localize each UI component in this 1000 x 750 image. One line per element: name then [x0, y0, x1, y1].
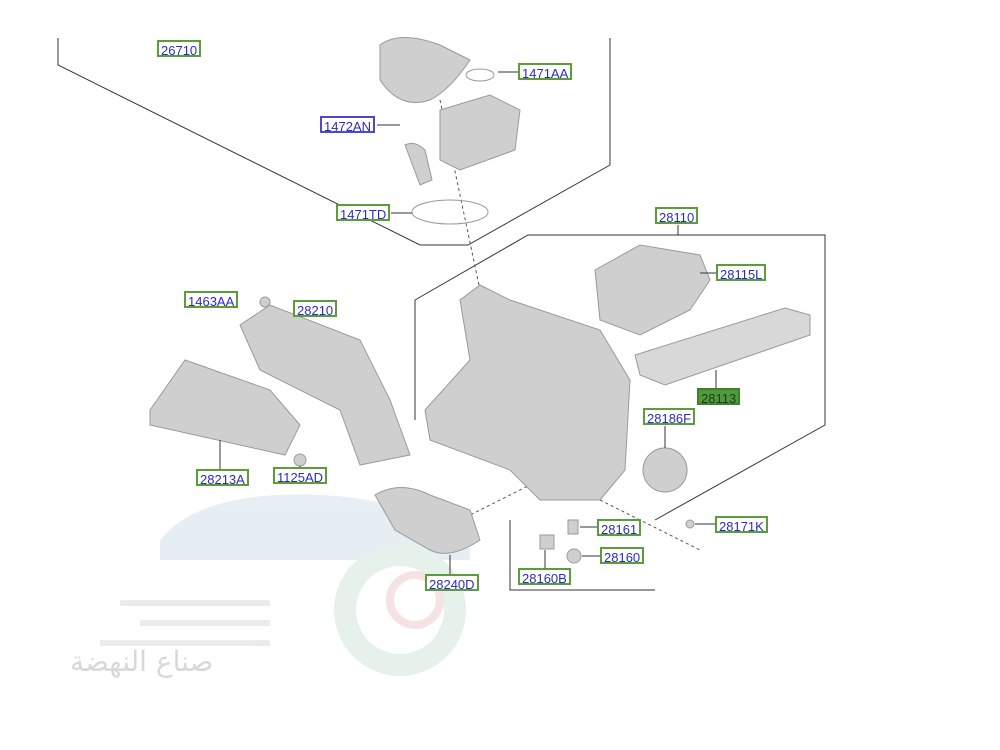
part-label-28161[interactable]: 28161	[597, 519, 642, 537]
part-label-1471aa[interactable]: 1471AA	[518, 63, 573, 81]
clip-part	[259, 296, 271, 308]
air-filter-part	[634, 307, 811, 386]
watermark-text: صناع النهضة	[70, 645, 214, 678]
bolt-part	[293, 453, 307, 467]
part-label-28160b[interactable]: 28160B	[518, 568, 571, 586]
clamp-small-part	[465, 68, 495, 82]
part-label-1125ad[interactable]: 1125AD	[273, 467, 328, 485]
group-outlines	[57, 38, 826, 591]
part-label-1472an[interactable]: 1472AN	[320, 116, 375, 134]
resonator-lower-part	[149, 359, 301, 456]
part-label-28213a[interactable]: 28213A	[196, 469, 249, 487]
part-label-26710[interactable]: 26710	[157, 40, 202, 58]
clip-28171k-part	[685, 519, 695, 529]
part-label-28160[interactable]: 28160	[600, 547, 645, 565]
air-cleaner-body-part	[424, 284, 631, 501]
part-label-28171k[interactable]: 28171K	[715, 516, 768, 534]
intake-hose-part	[379, 37, 471, 103]
part-label-1463aa[interactable]: 1463AA	[184, 291, 239, 309]
outlet-hose-part	[374, 487, 481, 554]
part-label-28113-selected[interactable]: 28113	[697, 388, 741, 406]
clamp-part	[411, 199, 489, 225]
resonator-part	[439, 94, 521, 171]
label-leaders	[219, 71, 717, 574]
bushing-part	[567, 519, 579, 535]
part-label-28210[interactable]: 28210	[293, 300, 338, 318]
air-cleaner-cover-part	[594, 244, 711, 336]
fan-part	[642, 447, 688, 493]
hose-elbow-part	[404, 142, 433, 186]
mount-part	[566, 548, 582, 564]
part-label-28186f[interactable]: 28186F	[643, 408, 696, 426]
part-label-28240d[interactable]: 28240D	[425, 574, 479, 592]
part-label-1471td[interactable]: 1471TD	[336, 204, 391, 222]
part-label-28110[interactable]: 28110	[655, 207, 699, 225]
grommet-part	[539, 534, 555, 550]
part-label-28115l[interactable]: 28115L	[716, 264, 767, 282]
